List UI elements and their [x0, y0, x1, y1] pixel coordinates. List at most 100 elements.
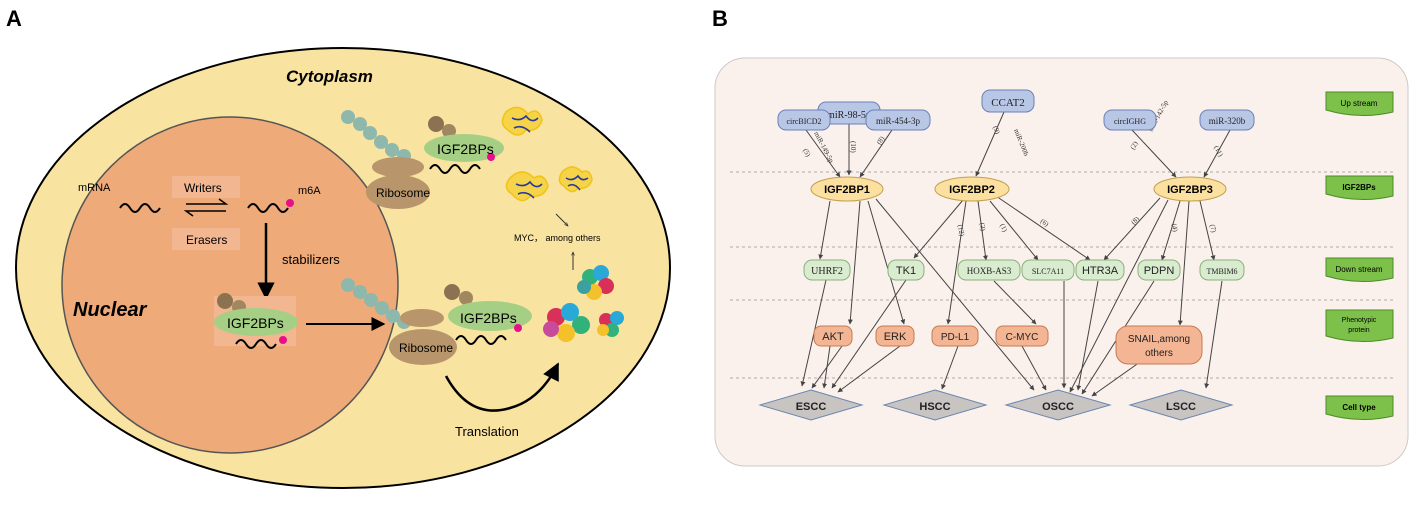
node-hscc-label: HSCC: [919, 401, 950, 413]
stabilizers-label: stabilizers: [282, 252, 340, 267]
legend-tag-igf2bps: [1325, 175, 1394, 201]
node-akt-label: AKT: [822, 331, 844, 343]
node-akt[interactable]: [813, 325, 853, 347]
node-mir-454-3p[interactable]: [865, 109, 931, 131]
legend-tag-upstream: [1325, 91, 1394, 117]
node-igf2bp3-label: IGF2BP3: [1167, 184, 1213, 196]
node-pdpn-label: PDPN: [1144, 265, 1175, 277]
ribosome-complex-top: [341, 110, 504, 209]
ribosome-bottom-label: Ribosome: [399, 341, 453, 355]
legend-igf2bps-label: IGF2BPs: [1342, 183, 1376, 192]
mrna-strand-icon: [119, 203, 161, 213]
node-tmbim6[interactable]: [1199, 259, 1245, 281]
node-c-myc[interactable]: [995, 325, 1049, 347]
node-htr3a[interactable]: [1075, 259, 1125, 281]
downstream-row: UHRF2 TK1 HOXB-AS3 SLC7A11 HTR3A PDPN TM…: [803, 259, 1245, 281]
panel-b: miR-149-5p (5) (10) (8) miR-200b (9) miR…: [714, 57, 1409, 467]
methylated-mrna-icon: [247, 203, 289, 213]
node-tk1[interactable]: [887, 259, 925, 281]
svg-text:(8): (8): [1130, 214, 1142, 226]
node-igf2bp1[interactable]: [810, 176, 884, 202]
node-oscc-label: OSCC: [1042, 401, 1074, 413]
legend-tag-phenotype: [1325, 309, 1394, 343]
node-igf2bp2[interactable]: [934, 176, 1010, 202]
node-escc-label: ESCC: [796, 401, 827, 413]
svg-text:(5): (5): [801, 147, 812, 159]
legend-phenotype-label-line1: Phenotypic: [1342, 317, 1377, 324]
node-slc7a11[interactable]: [1021, 259, 1075, 281]
svg-text:(1): (1): [998, 222, 1009, 233]
legend-celltype-label: Cell type: [1342, 403, 1376, 412]
panel-a: Cytoplasm Nuclear mRNA Writers Erasers m…: [15, 47, 671, 489]
erasers-box: [172, 228, 240, 250]
node-circighg[interactable]: [1103, 109, 1157, 131]
svg-text:(8): (8): [875, 134, 887, 146]
node-hoxb-as3[interactable]: [957, 259, 1021, 281]
node-hscc[interactable]: [882, 389, 988, 421]
node-circbicd2[interactable]: [777, 109, 831, 131]
svg-text:(3): (3): [978, 222, 987, 232]
panel-a-letter: A: [6, 6, 22, 31]
writers-label: Writers: [184, 181, 222, 195]
phenotype-row: AKT ERK PD-L1 C-MYC SNAIL,among others: [813, 325, 1203, 365]
igf2bps-bottom-label: IGF2BPs: [460, 310, 517, 326]
node-circbicd2-label: circBICD2: [786, 117, 821, 126]
igf2bps-nuclear-label: IGF2BPs: [227, 315, 284, 331]
node-escc[interactable]: [758, 389, 864, 421]
node-ccat2[interactable]: [981, 89, 1035, 113]
node-snail[interactable]: [1115, 325, 1203, 365]
node-lscc-label: LSCC: [1166, 401, 1196, 413]
node-igf2bp3[interactable]: [1153, 176, 1227, 202]
node-pd-l1[interactable]: [931, 325, 979, 347]
panel-b-letter: B: [712, 6, 728, 31]
node-snail-label-line2: others: [1145, 348, 1173, 359]
nucleus: [61, 116, 399, 454]
protein-cluster-icon: [543, 265, 624, 342]
node-mir-320b[interactable]: [1199, 109, 1255, 131]
node-pd-l1-label: PD-L1: [941, 332, 970, 343]
svg-text:(6): (6): [1039, 217, 1051, 229]
node-uhrf2[interactable]: [803, 259, 851, 281]
igf2bps-nuclear-blob: [214, 308, 298, 336]
svg-text:(4): (4): [1170, 223, 1179, 233]
protein-bead-icon: [217, 293, 233, 309]
m6a-dot-icon: [279, 336, 287, 344]
node-ccat2-label: CCAT2: [991, 97, 1025, 109]
legend-tags: Up stream IGF2BPs Down stream Phenotypic…: [1325, 91, 1394, 421]
svg-text:(7): (7): [1208, 224, 1218, 235]
legend-downstream-label: Down stream: [1335, 265, 1382, 274]
node-snail-label-line1: SNAIL,among: [1128, 334, 1190, 345]
ribosome-top-label: Ribosome: [376, 186, 430, 200]
node-slc7a11-label: SLC7A11: [1032, 267, 1064, 276]
node-uhrf2-label: UHRF2: [811, 266, 843, 277]
cytoplasm-label: Cytoplasm: [286, 67, 373, 86]
node-tmbim6-label: TMBIM6: [1206, 267, 1237, 276]
row-separators: [730, 171, 1395, 379]
legend-phenotype-label-line2: protein: [1348, 327, 1370, 334]
reverse-arrow-icon: [183, 210, 226, 217]
igf2bps-top-label: IGF2BPs: [437, 141, 494, 157]
node-lscc[interactable]: [1128, 389, 1234, 421]
node-mir-98-5p-label: miR-98-5p: [827, 110, 871, 121]
forward-arrow-icon: [186, 198, 229, 205]
node-hoxb-as3-label: HOXB-AS3: [967, 266, 1012, 276]
upstream-row: miR-98-5p circBICD2 miR-454-3p CCAT2 cir…: [777, 89, 1255, 131]
node-igf2bp1-label: IGF2BP1: [824, 184, 870, 196]
legend-upstream-label: Up stream: [1341, 99, 1378, 108]
svg-text:(9): (9): [991, 125, 1002, 136]
igf2bp-row: IGF2BP1 IGF2BP2 IGF2BP3: [810, 176, 1227, 202]
node-pdpn[interactable]: [1137, 259, 1181, 281]
node-igf2bp2-label: IGF2BP2: [949, 184, 995, 196]
node-oscc[interactable]: [1004, 389, 1112, 421]
myc-label: MYC， among others: [514, 233, 601, 243]
bound-mrna-icon: [235, 339, 277, 349]
node-erk[interactable]: [875, 325, 915, 347]
node-mir-454-3p-label: miR-454-3p: [876, 116, 920, 126]
legend-tag-celltype: [1325, 395, 1394, 421]
svg-text:(2): (2): [1129, 139, 1140, 151]
svg-text:(12): (12): [956, 224, 966, 238]
small-arrow-icon: [555, 213, 568, 226]
mrna-label: mRNA: [78, 182, 111, 194]
m6a-label: m6A: [298, 185, 321, 197]
